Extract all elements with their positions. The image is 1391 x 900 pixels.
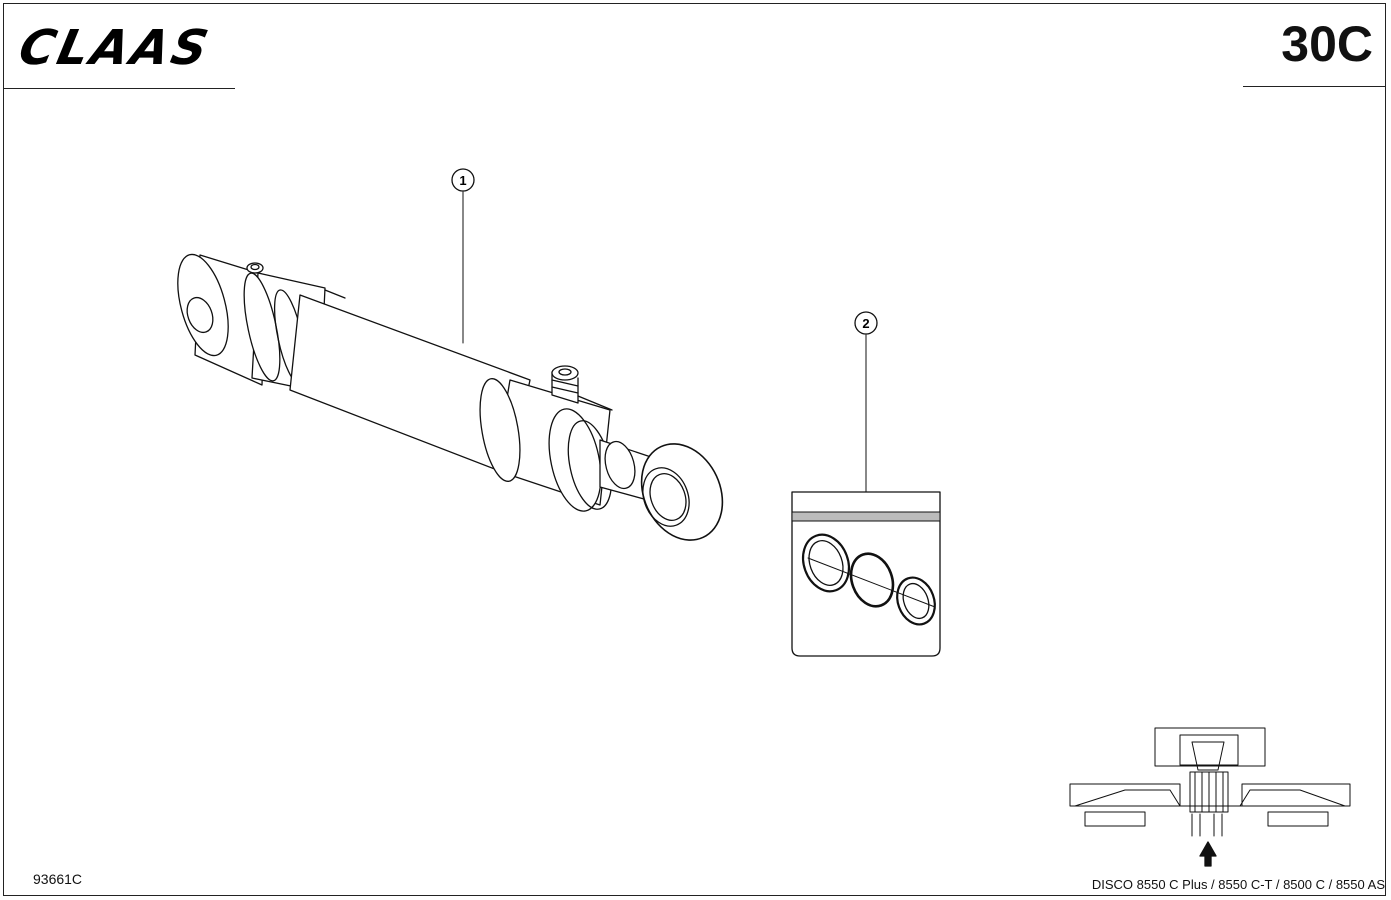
header-rule-right [1243, 86, 1386, 87]
callout-1-label: 1 [459, 173, 466, 188]
callout-2-label: 2 [862, 316, 869, 331]
seal-kit-icon [791, 491, 941, 657]
figure-number: 93661C [33, 871, 83, 887]
callout-2-circle [854, 311, 878, 335]
machine-overview-icon [1069, 727, 1351, 837]
machine-models: DISCO 8550 C Plus / 8550 C-T / 8500 C / … [1091, 877, 1385, 892]
page-frame [3, 3, 1386, 896]
header-rule-left [3, 88, 235, 89]
callout-1-circle [451, 168, 475, 192]
page-number: 30C [1281, 16, 1373, 72]
hydraulic-cylinder-icon [177, 253, 724, 541]
location-arrow-icon [1199, 841, 1217, 867]
